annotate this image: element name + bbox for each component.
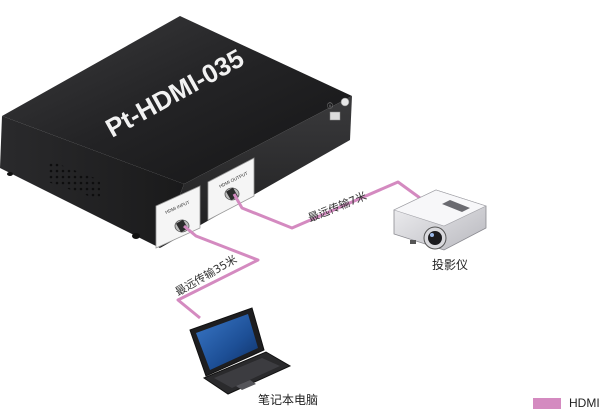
hdmi-cable-to-projector <box>232 180 421 230</box>
device-foot <box>132 233 140 239</box>
device-top-panel <box>2 16 352 184</box>
power-switch-icon <box>340 97 350 107</box>
switcher-device: ⓘ Pt-HDMI-035 HDMI INPUT HDMI OUTPUT <box>0 16 352 249</box>
projector <box>393 189 487 251</box>
laptop-screen <box>196 314 258 370</box>
laptop-touchpad <box>236 380 256 390</box>
projector-label: 投影仪 <box>432 257 468 272</box>
projector-foot <box>410 240 416 244</box>
laptop <box>189 307 292 395</box>
hdmi-input-plug <box>176 219 188 233</box>
hdmi-legend-swatch <box>533 397 561 409</box>
hdmi-cable-to-laptop <box>176 224 260 320</box>
legend: HDMI <box>533 396 600 410</box>
hdmi-legend-label: HDMI <box>569 396 600 410</box>
projector-distance-label: 最远传输7米 <box>306 189 369 225</box>
laptop-label: 笔记本电脑 <box>258 392 318 407</box>
power-mark: ⓘ <box>327 102 333 110</box>
projector-lens <box>428 231 442 245</box>
projector-lens-glint <box>430 233 434 237</box>
laptop-keyboard <box>214 358 280 388</box>
projector-top <box>393 189 487 227</box>
power-port <box>329 111 341 121</box>
device-foot <box>7 172 13 176</box>
device-vent-grille <box>48 160 100 200</box>
projector-vent <box>442 200 470 212</box>
